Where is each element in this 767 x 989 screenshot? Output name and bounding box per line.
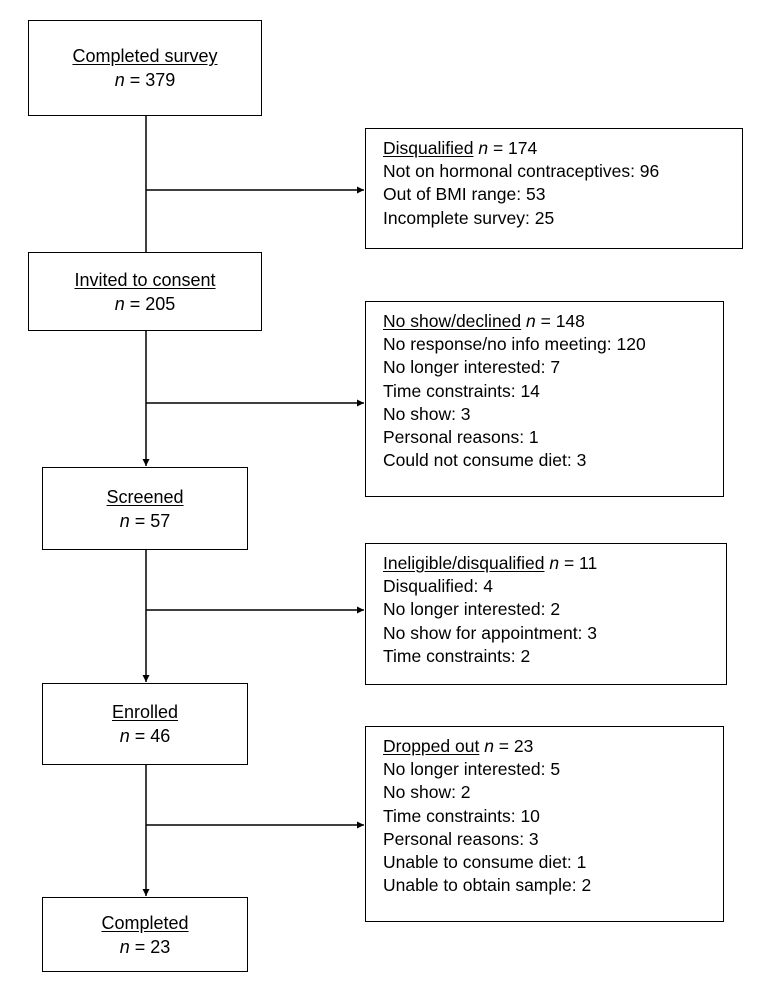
exclusion-reason: Incomplete survey: 25: [383, 207, 555, 228]
exclusion-heading: Ineligible/disqualified n = 11: [383, 553, 598, 573]
exclusion-no-show-declined: No show/declined n = 148 No response/no …: [365, 301, 724, 497]
stage-count: n = 379: [115, 68, 176, 92]
stage-label: Screened: [106, 486, 184, 507]
n-symbol: n: [119, 510, 130, 531]
stage-label: Invited to consent: [74, 269, 216, 290]
exclusion-reason: No longer interested: 7: [383, 357, 561, 378]
exclusion-reason: Time constraints: 10: [383, 805, 540, 826]
exclusion-reason: No longer interested: 5: [383, 759, 561, 780]
stage-label: Completed survey: [72, 46, 218, 66]
n-symbol: n: [544, 553, 560, 573]
stage-label: Enrolled: [111, 702, 179, 722]
exclusion-heading: Disqualified n = 174: [383, 138, 538, 158]
exclusion-reason: Not on hormonal contraceptives: 96: [383, 161, 660, 182]
stage-screened: Screened n = 57: [42, 467, 248, 550]
exclusion-reason: Personal reasons: 3: [383, 828, 539, 849]
exclusion-disqualified: Disqualified n = 174 Not on hormonal con…: [365, 128, 743, 249]
n-value: = 148: [535, 311, 585, 331]
exclusion-reason: Time constraints: 14: [383, 380, 540, 401]
stage-enrolled: Enrolled n = 46: [42, 683, 248, 765]
exclusion-reason: No show: 3: [383, 403, 471, 424]
n-symbol: n: [479, 736, 494, 756]
exclusion-reason: Time constraints: 2: [383, 645, 531, 666]
exclusion-arrows: [146, 186, 364, 829]
stage-invited-to-consent: Invited to consent n = 205: [28, 252, 262, 331]
stage-completed-survey: Completed survey n = 379: [28, 20, 262, 116]
stage-label: Completed: [101, 912, 189, 933]
n-symbol: n: [114, 293, 125, 314]
n-value: = 174: [488, 138, 538, 158]
exclusion-reason: Unable to consume diet: 1: [383, 852, 587, 873]
exclusion-heading: Dropped out n = 23: [383, 736, 534, 756]
exclusion-reason: Could not consume diet: 3: [383, 450, 587, 471]
stage-count: n = 57: [120, 509, 171, 533]
exclusion-heading: No show/declined n = 148: [383, 311, 585, 331]
exclusion-reason: No show for appointment: 3: [383, 622, 598, 643]
stage-count: n = 205: [115, 292, 176, 316]
n-symbol: n: [119, 726, 130, 746]
exclusion-reason: Out of BMI range: 53: [383, 184, 546, 205]
exclusion-reason: No show: 2: [383, 782, 471, 803]
n-value: = 23: [493, 736, 534, 756]
n-value: = 205: [124, 293, 176, 314]
n-symbol: n: [114, 70, 125, 90]
n-value: = 23: [129, 936, 171, 957]
stage-completed: Completed n = 23: [42, 897, 248, 972]
n-value: = 11: [559, 553, 598, 573]
stage-count: n = 23: [120, 935, 171, 959]
exclusion-reason: Disqualified: 4: [383, 576, 493, 597]
n-symbol: n: [473, 138, 489, 158]
stage-count: n = 46: [120, 724, 171, 748]
exclusion-ineligible-disqualified: Ineligible/disqualified n = 11 Disqualif…: [365, 543, 727, 685]
n-value: = 46: [129, 726, 171, 746]
n-symbol: n: [521, 311, 536, 331]
n-value: = 379: [124, 70, 176, 90]
exclusion-reason: No response/no info meeting: 120: [383, 334, 646, 355]
exclusion-reason: Unable to obtain sample: 2: [383, 875, 592, 896]
exclusion-reason: No longer interested: 2: [383, 599, 561, 620]
exclusion-dropped-out: Dropped out n = 23 No longer interested:…: [365, 726, 724, 922]
exclusion-reason: Personal reasons: 1: [383, 427, 539, 448]
n-value: = 57: [129, 510, 171, 531]
n-symbol: n: [119, 936, 130, 957]
